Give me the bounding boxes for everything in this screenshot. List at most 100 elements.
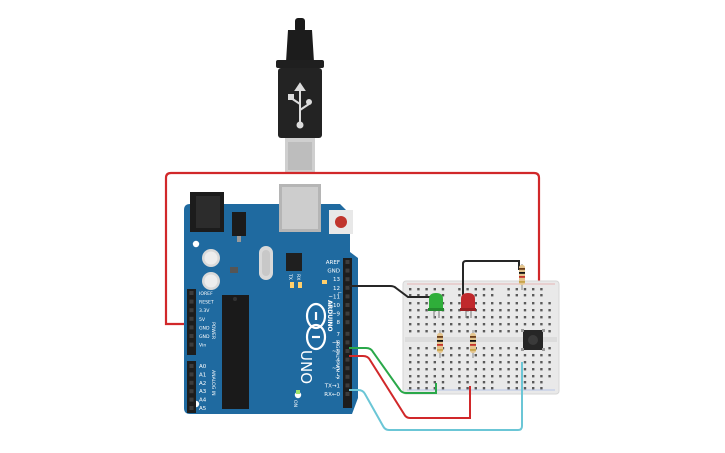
- breadboard-hole[interactable]: [409, 302, 412, 305]
- breadboard-hole[interactable]: [417, 375, 420, 378]
- breadboard-hole[interactable]: [417, 330, 420, 333]
- power-pin-socket[interactable]: [189, 291, 194, 295]
- breadboard-hole[interactable]: [540, 387, 543, 390]
- digital-pin-socket[interactable]: [345, 340, 350, 345]
- breadboard-hole[interactable]: [532, 323, 535, 326]
- breadboard-hole[interactable]: [441, 381, 445, 384]
- breadboard-hole[interactable]: [433, 368, 436, 371]
- breadboard-hole[interactable]: [450, 309, 453, 312]
- analog-pin-socket[interactable]: [189, 364, 194, 368]
- breadboard-hole[interactable]: [515, 361, 518, 364]
- breadboard-hole[interactable]: [417, 354, 420, 357]
- breadboard-hole[interactable]: [482, 288, 486, 291]
- breadboard-hole[interactable]: [425, 381, 428, 384]
- breadboard-hole[interactable]: [515, 316, 518, 319]
- breadboard-hole[interactable]: [441, 330, 445, 333]
- breadboard-hole[interactable]: [548, 309, 551, 312]
- breadboard-hole[interactable]: [433, 347, 436, 350]
- breadboard-hole[interactable]: [441, 375, 445, 378]
- breadboard-hole[interactable]: [474, 381, 477, 384]
- breadboard-hole[interactable]: [433, 288, 436, 291]
- breadboard-hole[interactable]: [433, 381, 436, 384]
- breadboard-hole[interactable]: [523, 316, 527, 319]
- breadboard-hole[interactable]: [532, 361, 535, 364]
- analog-pin-socket[interactable]: [189, 406, 194, 410]
- breadboard-hole[interactable]: [499, 330, 502, 333]
- breadboard-hole[interactable]: [458, 361, 461, 364]
- breadboard-hole[interactable]: [540, 294, 543, 297]
- breadboard-hole[interactable]: [482, 354, 486, 357]
- breadboard-hole[interactable]: [491, 381, 494, 384]
- digital-pin-socket[interactable]: [345, 366, 350, 371]
- digital-pin-socket[interactable]: [345, 331, 350, 336]
- breadboard-hole[interactable]: [491, 330, 494, 333]
- breadboard-hole[interactable]: [466, 330, 469, 333]
- breadboard-hole[interactable]: [417, 381, 420, 384]
- breadboard-hole[interactable]: [474, 375, 477, 378]
- breadboard-hole[interactable]: [499, 361, 502, 364]
- breadboard-hole[interactable]: [532, 354, 535, 357]
- breadboard-hole[interactable]: [425, 361, 428, 364]
- breadboard-hole[interactable]: [409, 381, 412, 384]
- breadboard-hole[interactable]: [409, 368, 412, 371]
- breadboard-hole[interactable]: [515, 387, 518, 390]
- breadboard-hole[interactable]: [425, 330, 428, 333]
- breadboard-hole[interactable]: [499, 323, 502, 326]
- power-pin-socket[interactable]: [189, 325, 194, 330]
- breadboard-hole[interactable]: [425, 354, 428, 357]
- digital-pin-socket[interactable]: [345, 357, 350, 362]
- breadboard-hole[interactable]: [532, 368, 535, 371]
- breadboard-hole[interactable]: [540, 323, 543, 326]
- breadboard-hole[interactable]: [540, 368, 543, 371]
- breadboard-hole[interactable]: [507, 330, 510, 333]
- digital-pin-socket[interactable]: [345, 268, 350, 273]
- breadboard-hole[interactable]: [515, 323, 518, 326]
- digital-pin-socket[interactable]: [345, 374, 350, 379]
- breadboard-hole[interactable]: [458, 375, 461, 378]
- breadboard-hole[interactable]: [491, 368, 494, 371]
- breadboard-hole[interactable]: [450, 323, 453, 326]
- breadboard-hole[interactable]: [450, 368, 453, 371]
- breadboard-hole[interactable]: [532, 381, 535, 384]
- breadboard-hole[interactable]: [466, 347, 469, 350]
- breadboard-hole[interactable]: [425, 302, 428, 305]
- breadboard-hole[interactable]: [441, 323, 445, 326]
- breadboard-hole[interactable]: [491, 347, 494, 350]
- breadboard-hole[interactable]: [425, 316, 428, 319]
- breadboard-hole[interactable]: [523, 361, 527, 364]
- analog-pin-socket[interactable]: [189, 372, 194, 377]
- breadboard-hole[interactable]: [433, 323, 436, 326]
- breadboard-hole[interactable]: [417, 288, 420, 291]
- breadboard-hole[interactable]: [540, 309, 543, 312]
- breadboard-hole[interactable]: [409, 361, 412, 364]
- breadboard-hole[interactable]: [482, 302, 486, 305]
- breadboard-hole[interactable]: [417, 368, 420, 371]
- breadboard-hole[interactable]: [425, 387, 428, 390]
- breadboard-hole[interactable]: [548, 361, 551, 364]
- breadboard-hole[interactable]: [532, 294, 535, 297]
- breadboard-hole[interactable]: [548, 347, 551, 350]
- breadboard-hole[interactable]: [450, 330, 453, 333]
- breadboard-hole[interactable]: [507, 368, 510, 371]
- breadboard-hole[interactable]: [532, 387, 535, 390]
- breadboard-hole[interactable]: [482, 375, 486, 378]
- breadboard-hole[interactable]: [515, 302, 518, 305]
- breadboard-hole[interactable]: [482, 361, 486, 364]
- breadboard-hole[interactable]: [466, 375, 469, 378]
- breadboard-hole[interactable]: [441, 361, 445, 364]
- breadboard-hole[interactable]: [532, 316, 535, 319]
- breadboard-hole[interactable]: [482, 347, 486, 350]
- breadboard-hole[interactable]: [458, 330, 461, 333]
- breadboard-hole[interactable]: [425, 368, 428, 371]
- breadboard-hole[interactable]: [458, 347, 461, 350]
- breadboard-hole[interactable]: [507, 316, 510, 319]
- pushbutton[interactable]: [521, 329, 545, 351]
- breadboard-hole[interactable]: [441, 294, 445, 297]
- breadboard-hole[interactable]: [507, 323, 510, 326]
- power-pin-socket[interactable]: [189, 308, 194, 313]
- breadboard-hole[interactable]: [507, 381, 510, 384]
- breadboard-hole[interactable]: [466, 323, 469, 326]
- digital-pin-socket[interactable]: [345, 392, 350, 396]
- analog-pin-socket[interactable]: [189, 397, 194, 402]
- digital-pin-socket[interactable]: [345, 383, 350, 388]
